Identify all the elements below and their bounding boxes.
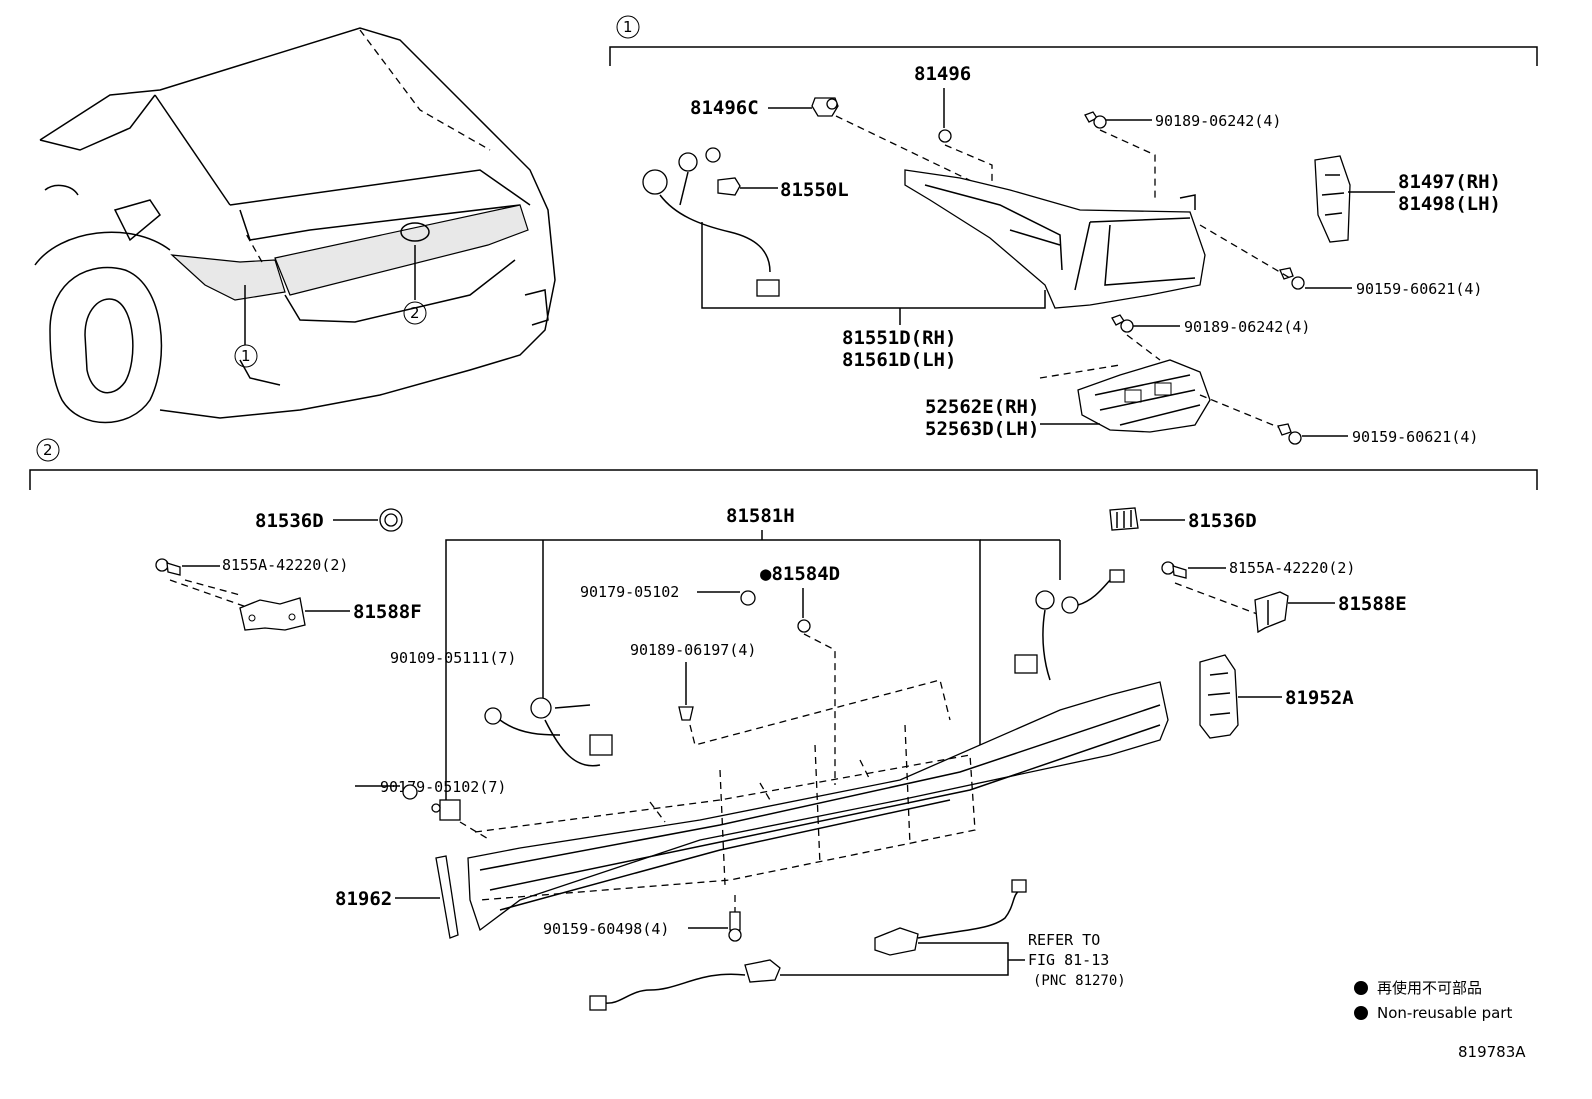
- grommet-81536d-right-part: [1109, 507, 1139, 531]
- label-81536d-right: 81536D: [1188, 510, 1257, 532]
- label-90179-05102-7: 90179-05102(7): [380, 778, 506, 796]
- bracket-81588f-part: [239, 597, 306, 631]
- seal-81962-part: [435, 855, 459, 939]
- vehicle-rear-illustration: [34, 27, 556, 424]
- bracket-52562e-part: [1077, 359, 1211, 433]
- screw-8155a-left-part: [155, 558, 181, 576]
- label-81952a: 81952A: [1285, 687, 1354, 709]
- callout-1-vehicle-label: 1: [241, 347, 251, 365]
- diagram-id: 819783A: [1458, 1043, 1526, 1061]
- callout-2-section-label: 2: [43, 441, 53, 459]
- clip-90179-part: [740, 590, 756, 606]
- wire-harness-right-part: [1014, 569, 1125, 681]
- bracket-81588e-part: [1254, 591, 1289, 634]
- label-81497-rh: 81497(RH): [1398, 171, 1501, 193]
- grommet-81536d-left-part: [379, 508, 403, 532]
- label-52563d-lh: 52563D(LH): [925, 418, 1039, 440]
- label-81561d: 81561D(LH): [842, 349, 956, 371]
- callout-2-vehicle: [403, 301, 427, 325]
- legend-bullet-en: [1354, 1006, 1368, 1020]
- label-81588e: 81588E: [1338, 593, 1407, 615]
- label-81581h: 81581H: [726, 505, 795, 527]
- refer-line-3: (PNC 81270): [1033, 973, 1126, 989]
- label-81550l: 81550L: [780, 179, 849, 201]
- clip-81496c-part: [811, 97, 839, 117]
- label-81584d: ●81584D: [760, 563, 840, 585]
- label-81551d: 81551D(RH): [842, 327, 956, 349]
- legend-bullet-jp: [1354, 981, 1368, 995]
- label-90189-06242-lower: 90189-06242(4): [1184, 318, 1310, 336]
- callout-2-section: [36, 438, 60, 462]
- label-52562e-rh: 52562E(RH): [925, 396, 1039, 418]
- label-90179-05102: 90179-05102: [580, 583, 679, 601]
- callout-1-section: [616, 15, 640, 39]
- refer-line-1: REFER TO: [1028, 931, 1100, 949]
- callout-1-section-label: 1: [623, 18, 633, 36]
- wire-harness-left-part: [484, 697, 613, 767]
- grommet-81496-part: [938, 129, 952, 143]
- section-1-bracket: [609, 46, 1538, 66]
- refer-line-2: FIG 81-13: [1028, 951, 1109, 969]
- section-2-bracket: [29, 469, 1538, 490]
- label-8155a-42220-left: 8155A-42220(2): [222, 556, 348, 574]
- label-81498-lh: 81498(LH): [1398, 193, 1501, 215]
- bulb-81550l-part: [717, 177, 741, 196]
- callout-1-vehicle: [234, 344, 258, 368]
- screw-90189-lower-part: [1111, 314, 1134, 333]
- clip-90189-06197-part: [678, 706, 694, 721]
- legend-jp: 再使用不可部品: [1377, 979, 1482, 997]
- screw-90189-top-part: [1084, 111, 1107, 129]
- label-90159-60621-lower: 90159-60621(4): [1352, 428, 1478, 446]
- label-8155a-42220-right: 8155A-42220(2): [1229, 559, 1355, 577]
- label-90189-06197: 90189-06197(4): [630, 641, 756, 659]
- label-81588f: 81588F: [353, 601, 422, 623]
- nut-90159-upper-part: [1279, 267, 1305, 290]
- license-lamp-harness-part: [589, 879, 1027, 1011]
- screw-8155a-right-part: [1161, 561, 1187, 579]
- label-90159-60498: 90159-60498(4): [543, 920, 669, 938]
- nut-90159-lower-part: [1277, 423, 1302, 445]
- socket-wire-assembly-part: [642, 147, 780, 297]
- tail-lamp-body-part: [904, 169, 1206, 309]
- label-90189-06242-top: 90189-06242(4): [1155, 112, 1281, 130]
- pad-81952a-part: [1199, 654, 1239, 739]
- clip-81584d-part: [797, 619, 811, 633]
- bracket-90109-part: [431, 799, 461, 821]
- label-81496: 81496: [914, 63, 971, 85]
- nut-90159-60498-part: [728, 911, 742, 942]
- bracket-81497-part: [1314, 155, 1351, 243]
- label-81962: 81962: [335, 888, 392, 910]
- label-90159-60621-upper: 90159-60621(4): [1356, 280, 1482, 298]
- label-90109-05111: 90109-05111(7): [390, 649, 516, 667]
- legend-en: Non-reusable part: [1377, 1004, 1512, 1022]
- callout-2-vehicle-label: 2: [410, 304, 420, 322]
- label-81536d-left: 81536D: [255, 510, 324, 532]
- clip-90179-7-part: [402, 784, 418, 800]
- label-81496c: 81496C: [690, 97, 759, 119]
